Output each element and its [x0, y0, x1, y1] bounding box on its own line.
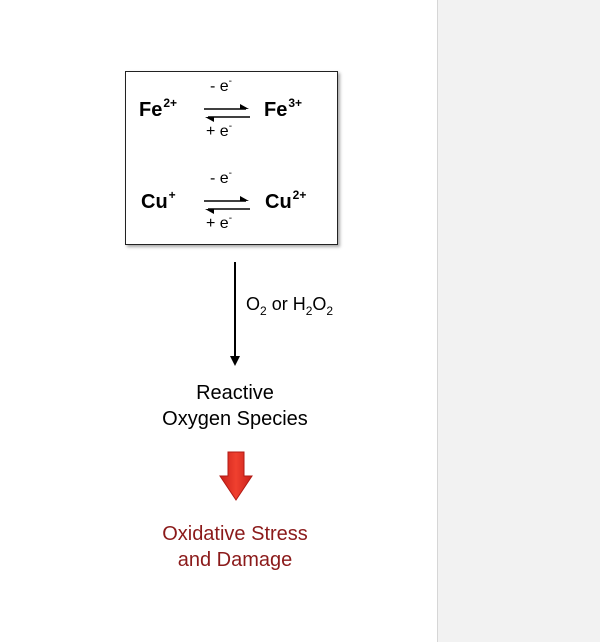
ros-line-2: Oxygen Species: [162, 408, 308, 430]
slide-canvas: Fe2+ - e- + e- Fe3+ Cu+ - e- + e- Cu2+ O…: [125, 71, 340, 573]
copper-oxidation-text: - e: [210, 170, 229, 187]
copper-equilibrium-arrows-icon: [204, 196, 250, 214]
reagent-or-text: or: [266, 294, 293, 314]
ferrous-charge: 2+: [163, 96, 178, 110]
red-down-arrow-icon: [219, 451, 253, 501]
peroxide-oxygen-symbol: O: [312, 294, 327, 314]
ros-line-1: Reactive: [196, 382, 274, 404]
ferric-symbol: Fe: [264, 99, 288, 121]
cupric-symbol: Cu: [265, 191, 292, 213]
copper-reduction-text: + e: [206, 215, 229, 232]
peroxide-oxygen-subscript: 2: [326, 304, 334, 318]
cuprous-symbol: Cu: [141, 191, 168, 213]
outcome-line-1: Oxidative Stress: [162, 523, 308, 545]
outcome-line-2: and Damage: [177, 549, 293, 571]
oxygen-subscript: 2: [260, 304, 267, 318]
copper-oxidation-electron-charge: -: [228, 168, 233, 179]
iron-oxidation-electron-charge: -: [228, 76, 233, 87]
cupric-ion-label: Cu2+: [265, 188, 307, 215]
iron-reduction-label: + e-: [206, 121, 233, 142]
peroxide-hydrogen-symbol: H: [292, 294, 306, 314]
peroxide-hydrogen-subscript: 2: [305, 304, 313, 318]
oxygen-symbol: O: [246, 294, 261, 314]
reaction-arrow-icon: [230, 262, 240, 366]
ferrous-symbol: Fe: [139, 99, 163, 121]
cuprous-ion-label: Cu+: [141, 188, 176, 215]
iron-oxidation-label: - e-: [210, 76, 233, 97]
copper-oxidation-label: - e-: [210, 168, 233, 189]
reagent-label: O2 or H2O2: [246, 294, 334, 318]
iron-oxidation-text: - e: [210, 78, 229, 95]
iron-reduction-text: + e: [206, 123, 229, 140]
ferric-charge: 3+: [288, 96, 303, 110]
cuprous-charge: +: [168, 188, 176, 202]
redox-equilibria-box: [125, 71, 338, 245]
ferric-ion-label: Fe3+: [264, 96, 303, 123]
reactive-oxygen-species-label: Reactive Oxygen Species: [140, 380, 330, 432]
side-panel: [437, 0, 600, 642]
iron-reduction-electron-charge: -: [228, 121, 233, 132]
ferrous-ion-label: Fe2+: [139, 96, 178, 123]
copper-reduction-label: + e-: [206, 213, 233, 234]
copper-reduction-electron-charge: -: [228, 213, 233, 224]
cupric-charge: 2+: [292, 188, 307, 202]
oxidative-stress-label: Oxidative Stress and Damage: [130, 521, 340, 573]
iron-equilibrium-arrows-icon: [204, 104, 250, 122]
